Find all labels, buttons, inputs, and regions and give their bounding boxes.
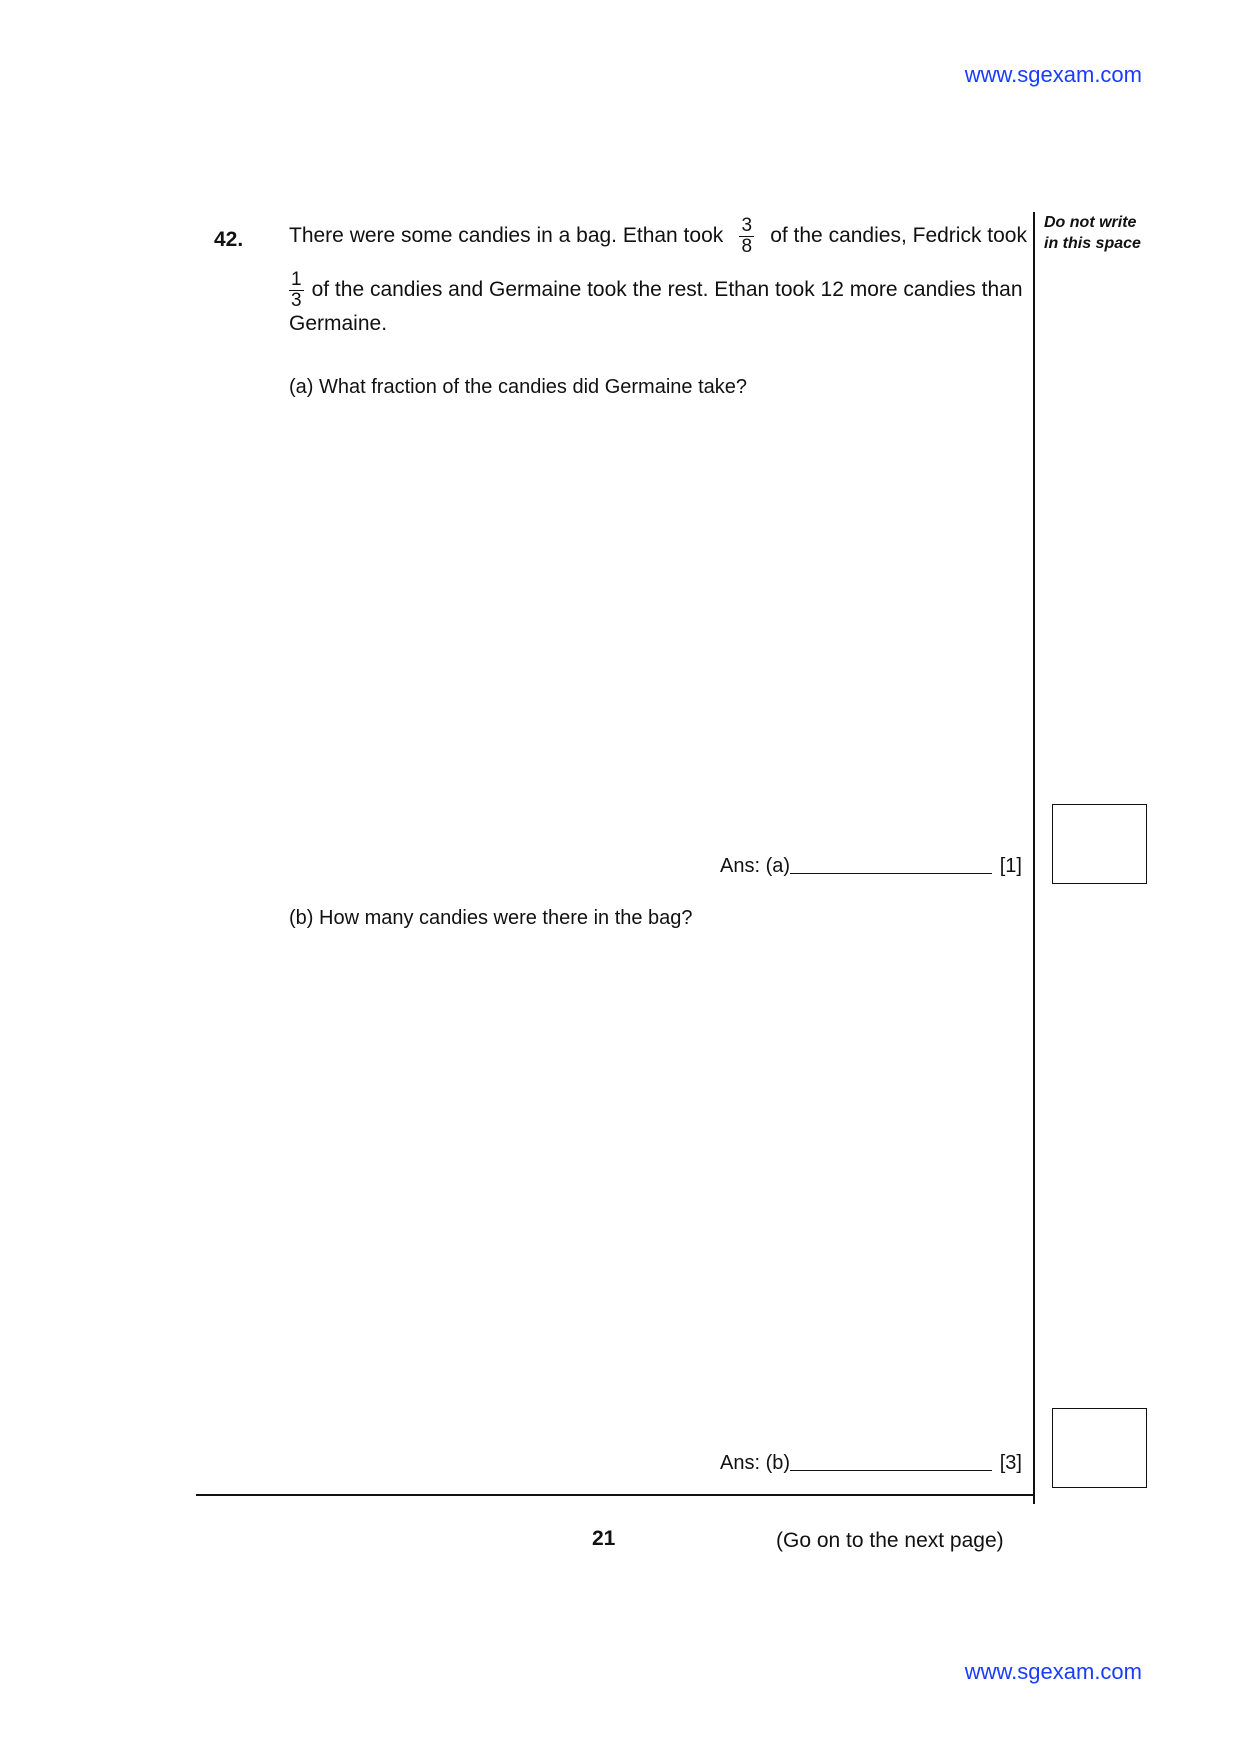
question-line-1-end: of the candies, Fedrick took bbox=[770, 224, 1027, 247]
fraction-numerator: 3 bbox=[739, 214, 755, 237]
part-a-answer-label: Ans: (a) bbox=[720, 855, 791, 877]
next-page-note: (Go on to the next page) bbox=[776, 1529, 1004, 1552]
part-a-question: (a) What fraction of the candies did Ger… bbox=[289, 376, 748, 398]
part-a-marks: [1] bbox=[999, 855, 1022, 877]
fraction-one-third: 1 3 bbox=[289, 268, 304, 311]
question-line-2-text: of the candies and Germaine took the res… bbox=[311, 278, 1023, 301]
part-b-answer-blank[interactable] bbox=[790, 1469, 992, 1471]
part-b-answer-label: Ans: (b) bbox=[720, 1452, 791, 1474]
margin-note-line-1: Do not write bbox=[1044, 214, 1137, 231]
part-a-answer-row: Ans: (a) [1] bbox=[720, 855, 1022, 878]
question-line-2: 1 3 of the candies and Germaine took the… bbox=[289, 269, 1027, 310]
margin-note: Do not write in this space bbox=[1044, 212, 1141, 254]
part-a-mark-box bbox=[1052, 804, 1147, 884]
question-line-1: There were some candies in a bag. Ethan … bbox=[289, 215, 1027, 256]
page-number: 21 bbox=[592, 1527, 616, 1550]
question-line-1-start: There were some candies in a bag. Ethan … bbox=[289, 224, 724, 247]
fraction-numerator: 1 bbox=[289, 268, 304, 291]
question-number: 42. bbox=[214, 228, 244, 251]
part-b-marks: [3] bbox=[999, 1452, 1022, 1474]
question-line-3: Germaine. bbox=[289, 310, 1027, 338]
fraction-denominator: 8 bbox=[741, 235, 753, 257]
margin-rule bbox=[1033, 212, 1035, 1504]
part-b-question: (b) How many candies were there in the b… bbox=[289, 907, 693, 929]
question-line-3-text: Germaine. bbox=[289, 312, 388, 335]
part-b-mark-box bbox=[1052, 1408, 1147, 1488]
question-text: There were some candies in a bag. Ethan … bbox=[289, 215, 1027, 338]
part-b-answer-row: Ans: (b) [3] bbox=[720, 1452, 1022, 1475]
margin-note-line-2: in this space bbox=[1044, 235, 1141, 252]
fraction-three-eighths: 3 8 bbox=[739, 214, 755, 257]
watermark-bottom: www.sgexam.com bbox=[964, 1659, 1142, 1684]
watermark-top: www.sgexam.com bbox=[964, 62, 1142, 87]
part-a-answer-blank[interactable] bbox=[790, 872, 992, 874]
fraction-denominator: 3 bbox=[291, 289, 302, 311]
bottom-rule bbox=[196, 1494, 1035, 1496]
